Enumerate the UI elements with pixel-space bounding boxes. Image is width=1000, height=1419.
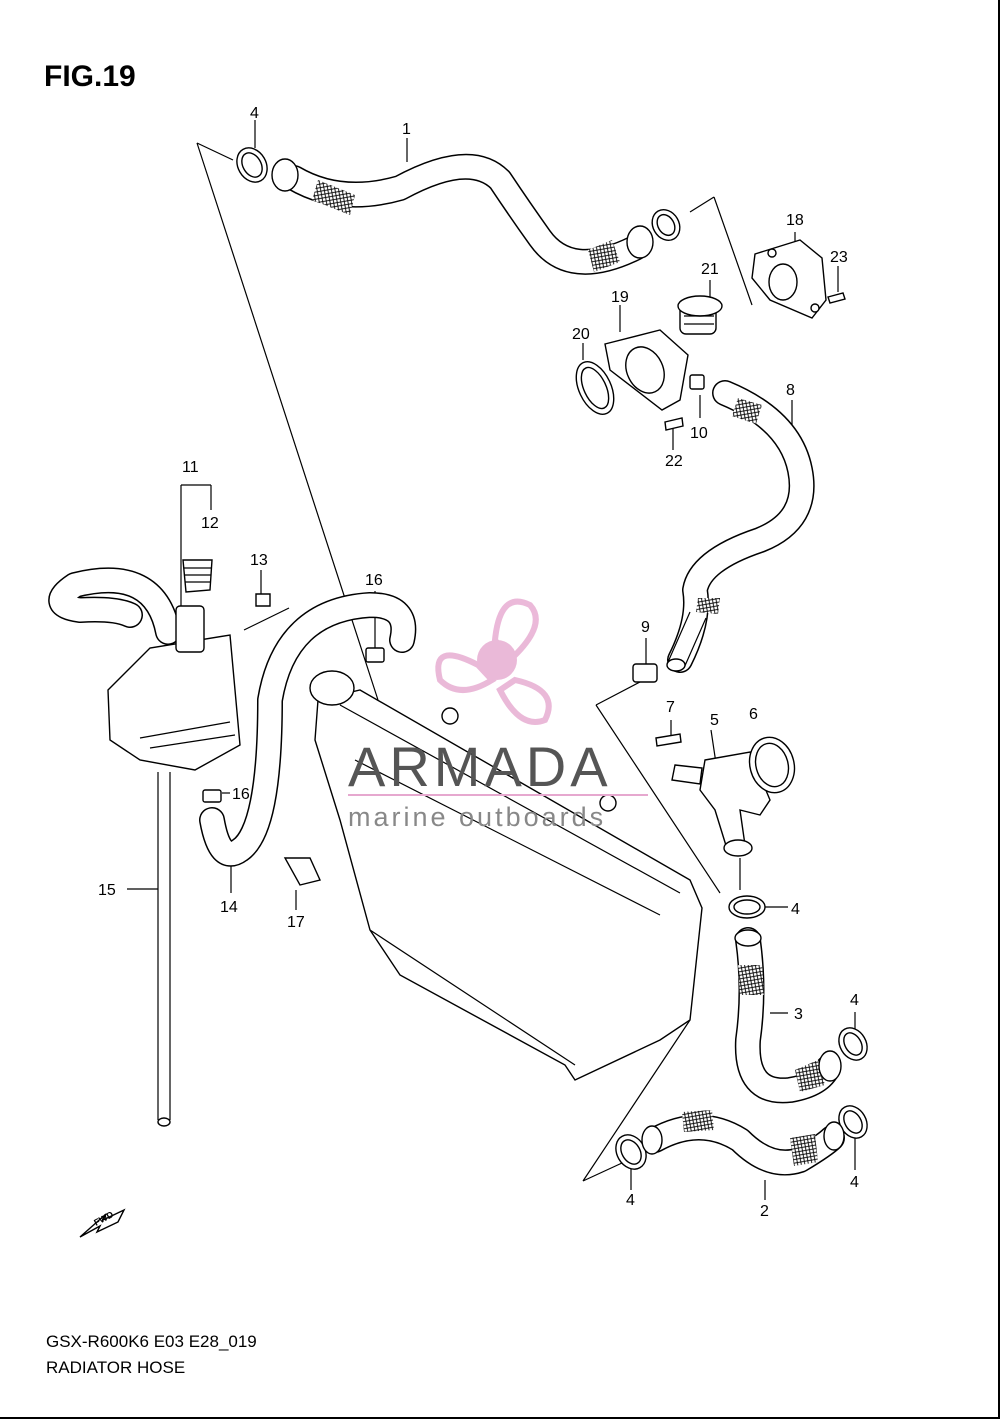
watermark-brand: ARMADA [348,735,612,798]
callout-21: 21 [701,261,719,278]
callout-22: 22 [665,453,683,470]
clamp-4 [236,147,868,1170]
callout-8: 8 [786,382,795,399]
hose-8 [667,380,815,673]
callout-7: 7 [666,699,675,716]
callout-1: 1 [402,121,411,138]
callout-16a: 16 [365,572,383,589]
callout-numbers: 1 4 18 23 21 19 20 8 10 22 11 12 13 16 9… [98,105,859,1220]
callout-4c: 4 [850,992,859,1009]
callout-17: 17 [287,914,305,931]
propeller-logo-icon [435,598,552,725]
callout-11: 11 [182,459,199,476]
callout-2: 2 [760,1203,769,1220]
callout-14: 14 [220,899,238,916]
radiator [309,670,703,1081]
callout-10: 10 [690,425,708,442]
callout-16b: 16 [232,786,250,803]
thermostat-parts [575,239,846,431]
callout-12: 12 [201,515,219,532]
callout-4a: 4 [250,105,259,122]
water-outlet [655,733,796,857]
hose-2 [641,1110,845,1176]
callout-20: 20 [572,326,590,343]
armada-watermark: ARMADA marine outboards [348,598,648,832]
hose-3 [734,927,842,1104]
callout-6: 6 [749,706,758,723]
figure-title: FIG.19 [44,60,136,93]
callout-4e: 4 [626,1192,635,1209]
callout-9: 9 [641,619,650,636]
callout-5: 5 [710,712,719,729]
reservoir-tank [48,559,417,1127]
hose-9 [632,611,707,683]
callout-15: 15 [98,882,116,899]
callout-13: 13 [250,552,268,569]
hose-1 [271,153,654,275]
callout-18: 18 [786,212,804,229]
callout-23: 23 [830,249,848,266]
callout-4d: 4 [850,1174,859,1191]
diagram-caption: RADIATOR HOSE [46,1358,186,1377]
callout-19: 19 [611,289,629,306]
callout-3: 3 [794,1006,803,1023]
fwd-arrow-icon: FWD [79,1208,126,1238]
watermark-tagline: marine outboards [348,802,606,832]
callout-4b: 4 [791,901,800,918]
diagram-code: GSX-R600K6 E03 E28_019 [46,1332,257,1351]
